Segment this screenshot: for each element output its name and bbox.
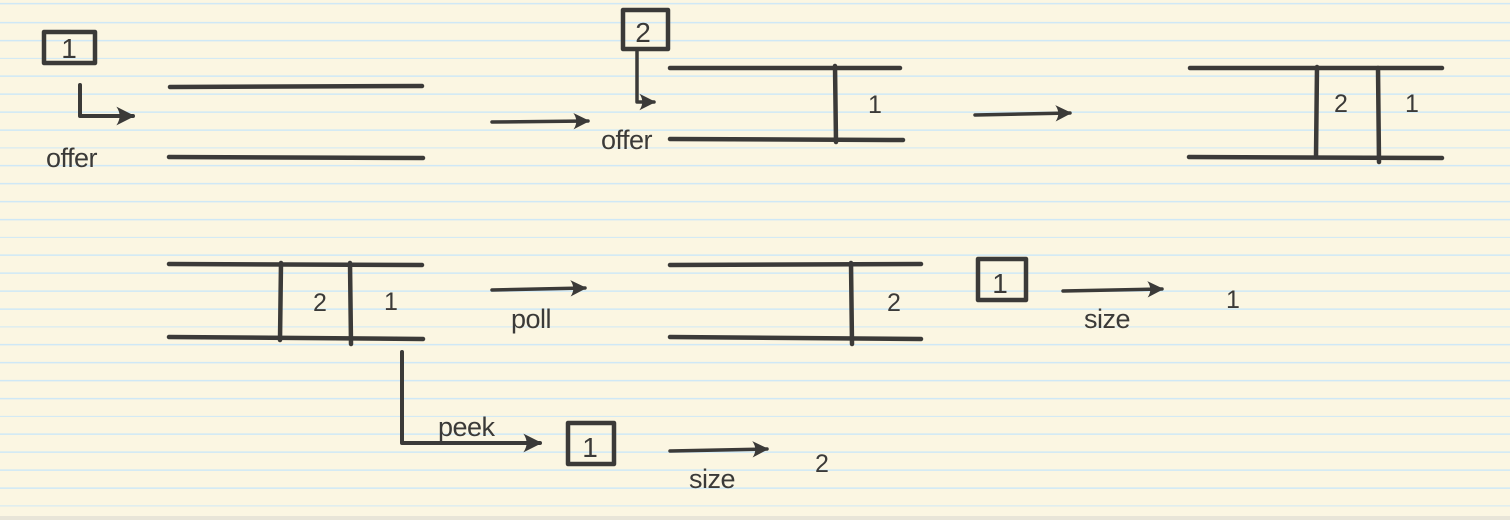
queue-before-poll: 2 1	[166, 260, 426, 347]
queue-after-poll: 2	[667, 260, 924, 347]
size-result-value: 1	[1226, 286, 1240, 314]
step-offer-1: 1 offer	[41, 29, 136, 173]
poll-arrow-icon	[490, 280, 587, 297]
queue-bottom-line	[667, 334, 924, 342]
queue-cell-divider	[277, 260, 284, 343]
size-label: size	[689, 464, 735, 494]
peek-label: peek	[438, 412, 496, 442]
operand-box-2	[620, 7, 671, 52]
size-label: size	[1084, 304, 1130, 334]
queue-cell-divider	[832, 63, 839, 145]
poll-result-box	[975, 256, 1029, 303]
size-arrow-icon	[668, 441, 769, 458]
peek-result-value: 1	[582, 432, 598, 463]
flow-arrow-icon-2	[973, 105, 1072, 122]
queue-top-line	[166, 261, 425, 268]
step-size-after-peek: size 2	[668, 441, 829, 494]
page-bottom-edge	[0, 516, 1510, 520]
queue-after-offer2: 2 1	[1186, 64, 1445, 165]
step-peek: peek 1	[400, 350, 617, 467]
operand-box-1	[41, 29, 98, 66]
flow-arrow-icon-1	[490, 112, 590, 130]
poll-result-value: 1	[992, 268, 1008, 299]
queue-after-offer1: 1	[667, 63, 906, 145]
peek-elbow-arrow-icon	[400, 350, 543, 453]
offer-label: offer	[46, 143, 98, 173]
peek-result-box	[565, 420, 617, 467]
queue-cell-divider	[848, 260, 855, 347]
queue-bottom-line	[166, 334, 426, 342]
queue-cell-divider	[347, 260, 354, 347]
size-result-value: 2	[815, 450, 829, 478]
queue-bottom-line	[667, 136, 906, 143]
queue-item-value: 2	[1334, 90, 1348, 118]
queue-top-line	[167, 83, 425, 90]
queue-item-value: 1	[868, 91, 882, 119]
queue-empty	[166, 83, 426, 161]
queue-item-value: 2	[313, 289, 327, 317]
operand-value: 2	[635, 17, 651, 48]
offer-elbow-arrow-icon	[78, 83, 136, 126]
offer-elbow-arrow-icon	[635, 47, 656, 111]
queue-top-line	[667, 261, 924, 268]
queue-cell-divider	[1375, 65, 1382, 165]
queue-cell-divider	[1313, 64, 1320, 160]
offer-label: offer	[601, 125, 653, 155]
poll-label: poll	[511, 304, 551, 334]
size-arrow-icon	[1061, 281, 1164, 298]
step-size-after-poll: 1 size 1	[975, 256, 1240, 334]
step-poll: poll	[490, 280, 587, 334]
queue-item-value: 1	[384, 288, 398, 316]
queue-item-value: 2	[887, 289, 901, 317]
step-offer-2: 2 offer	[601, 7, 671, 155]
queue-item-value: 1	[1405, 90, 1419, 118]
queue-bottom-line	[166, 154, 426, 161]
operand-value: 1	[61, 33, 77, 64]
